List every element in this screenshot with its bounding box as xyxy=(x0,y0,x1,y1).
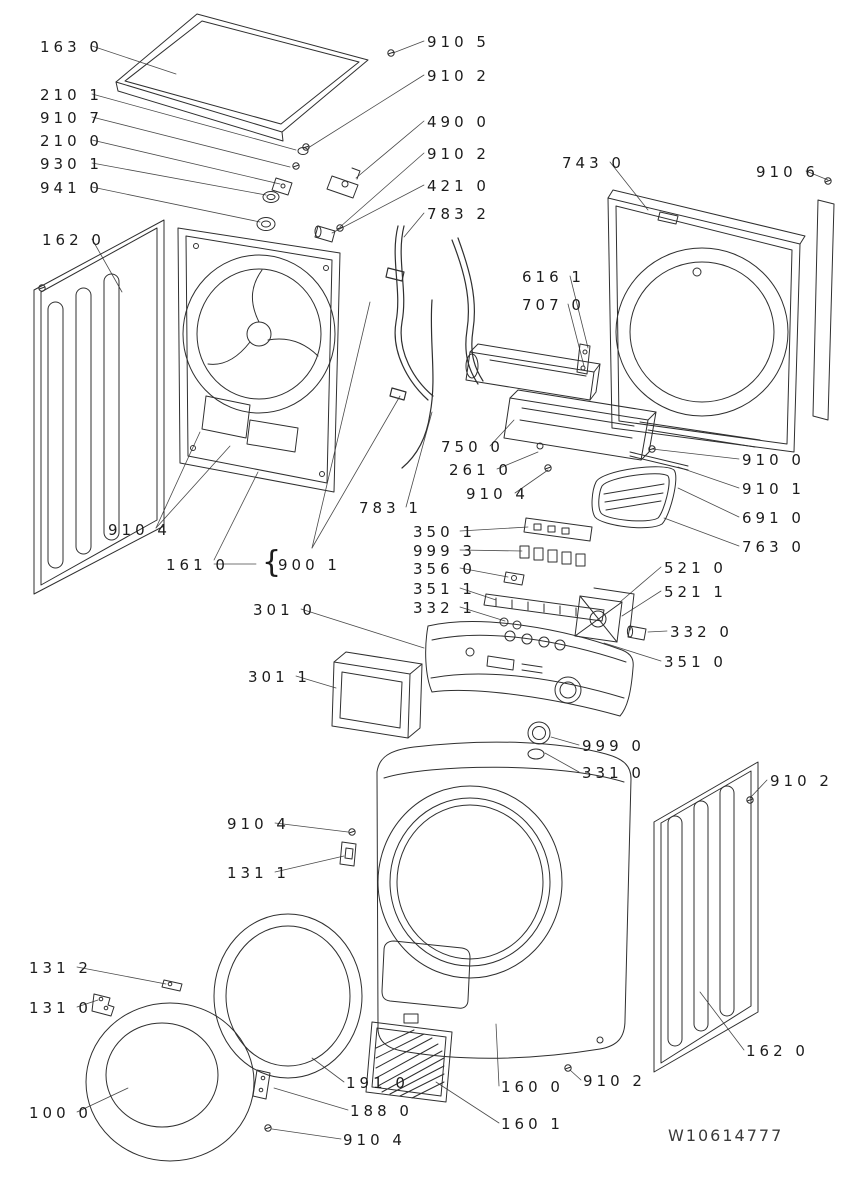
part-label-900-1: 900 1 xyxy=(278,556,341,574)
door-hinges-art xyxy=(91,979,271,1100)
part-label-131-2: 131 2 xyxy=(29,959,92,977)
knob-art xyxy=(527,721,551,760)
part-label-421-0: 421 0 xyxy=(427,177,490,195)
hose-art xyxy=(385,225,484,469)
part-label-750-0: 750 0 xyxy=(441,438,504,456)
part-label-191-0: 191 0 xyxy=(346,1074,409,1092)
part-label-131-0: 131 0 xyxy=(29,999,92,1017)
part-label-910-4: 910 4 xyxy=(343,1131,406,1149)
door-catch-art xyxy=(339,841,357,867)
grille-art xyxy=(365,1013,453,1103)
right-side-panel-art xyxy=(653,761,759,1073)
part-label-910-4: 910 4 xyxy=(466,485,529,503)
part-label-351-1: 351 1 xyxy=(413,580,476,598)
part-label-763-0: 763 0 xyxy=(742,538,805,556)
console-art xyxy=(425,621,634,717)
part-label-100-0: 100 0 xyxy=(29,1104,92,1122)
base-duct-art xyxy=(503,389,657,461)
part-label-301-0: 301 0 xyxy=(253,601,316,619)
part-label-160-0: 160 0 xyxy=(501,1078,564,1096)
part-label-161-0: 161 0 xyxy=(166,556,229,574)
lint-screen-art xyxy=(591,451,689,529)
left-side-panel-art xyxy=(33,219,165,595)
part-label-910-4: 910 4 xyxy=(108,521,171,539)
part-label-910-2: 910 2 xyxy=(583,1072,646,1090)
part-label-490-0: 490 0 xyxy=(427,113,490,131)
part-label-999-0: 999 0 xyxy=(582,737,645,755)
part-label-941-0: 941 0 xyxy=(40,179,103,197)
part-label-616-1: 616 1 xyxy=(522,268,585,286)
top-hardware-art xyxy=(256,147,361,243)
part-label-521-1: 521 1 xyxy=(664,583,727,601)
part-label-332-0: 332 0 xyxy=(670,623,733,641)
part-label-350-1: 350 1 xyxy=(413,523,476,541)
part-label-691-0: 691 0 xyxy=(742,509,805,527)
part-label-999-3: 999 3 xyxy=(413,542,476,560)
part-label-131-1: 131 1 xyxy=(227,864,290,882)
part-label-188-0: 188 0 xyxy=(350,1102,413,1120)
part-label-521-0: 521 0 xyxy=(664,559,727,577)
part-label-160-1: 160 1 xyxy=(501,1115,564,1133)
rear-bulkhead-art xyxy=(607,189,835,453)
part-label-910-7: 910 7 xyxy=(40,109,103,127)
top-panel-art xyxy=(115,13,369,142)
front-panel-art xyxy=(376,741,632,1059)
part-label-332-1: 332 1 xyxy=(413,599,476,617)
part-label-910-4: 910 4 xyxy=(227,815,290,833)
part-label-783-2: 783 2 xyxy=(427,205,490,223)
document-number: W10614777 xyxy=(668,1126,784,1145)
part-label-910-1: 910 1 xyxy=(742,480,805,498)
part-label-910-6: 910 6 xyxy=(756,163,819,181)
part-label-910-0: 910 0 xyxy=(742,451,805,469)
part-label-707-0: 707 0 xyxy=(522,296,585,314)
part-label-743-0: 743 0 xyxy=(562,154,625,172)
part-label-910-2: 910 2 xyxy=(427,67,490,85)
part-label-783-1: 783 1 xyxy=(359,499,422,517)
part-label-910-2: 910 2 xyxy=(770,772,833,790)
blower-duct-art xyxy=(465,343,601,401)
part-label-301-1: 301 1 xyxy=(248,668,311,686)
door-inner-art xyxy=(213,913,363,1079)
part-label-210-1: 210 1 xyxy=(40,86,103,104)
part-label-162-0: 162 0 xyxy=(42,231,105,249)
part-label-210-0: 210 0 xyxy=(40,132,103,150)
control-boards-art xyxy=(483,517,605,651)
part-label-356-0: 356 0 xyxy=(413,560,476,578)
door-outer-art xyxy=(85,1002,255,1162)
part-label-163-0: 163 0 xyxy=(40,38,103,56)
part-label-930-1: 930 1 xyxy=(40,155,103,173)
part-label-910-5: 910 5 xyxy=(427,33,490,51)
part-label-910-2: 910 2 xyxy=(427,145,490,163)
part-label-351-0: 351 0 xyxy=(664,653,727,671)
part-label-162-0: 162 0 xyxy=(746,1042,809,1060)
timer-art xyxy=(574,587,647,643)
dispenser-art xyxy=(331,651,423,739)
front-bulkhead-art xyxy=(177,227,341,493)
leader-lines xyxy=(76,40,829,1140)
part-label--: { xyxy=(262,545,282,580)
part-label-331-0: 331 0 xyxy=(582,764,645,782)
part-label-261-0: 261 0 xyxy=(449,461,512,479)
